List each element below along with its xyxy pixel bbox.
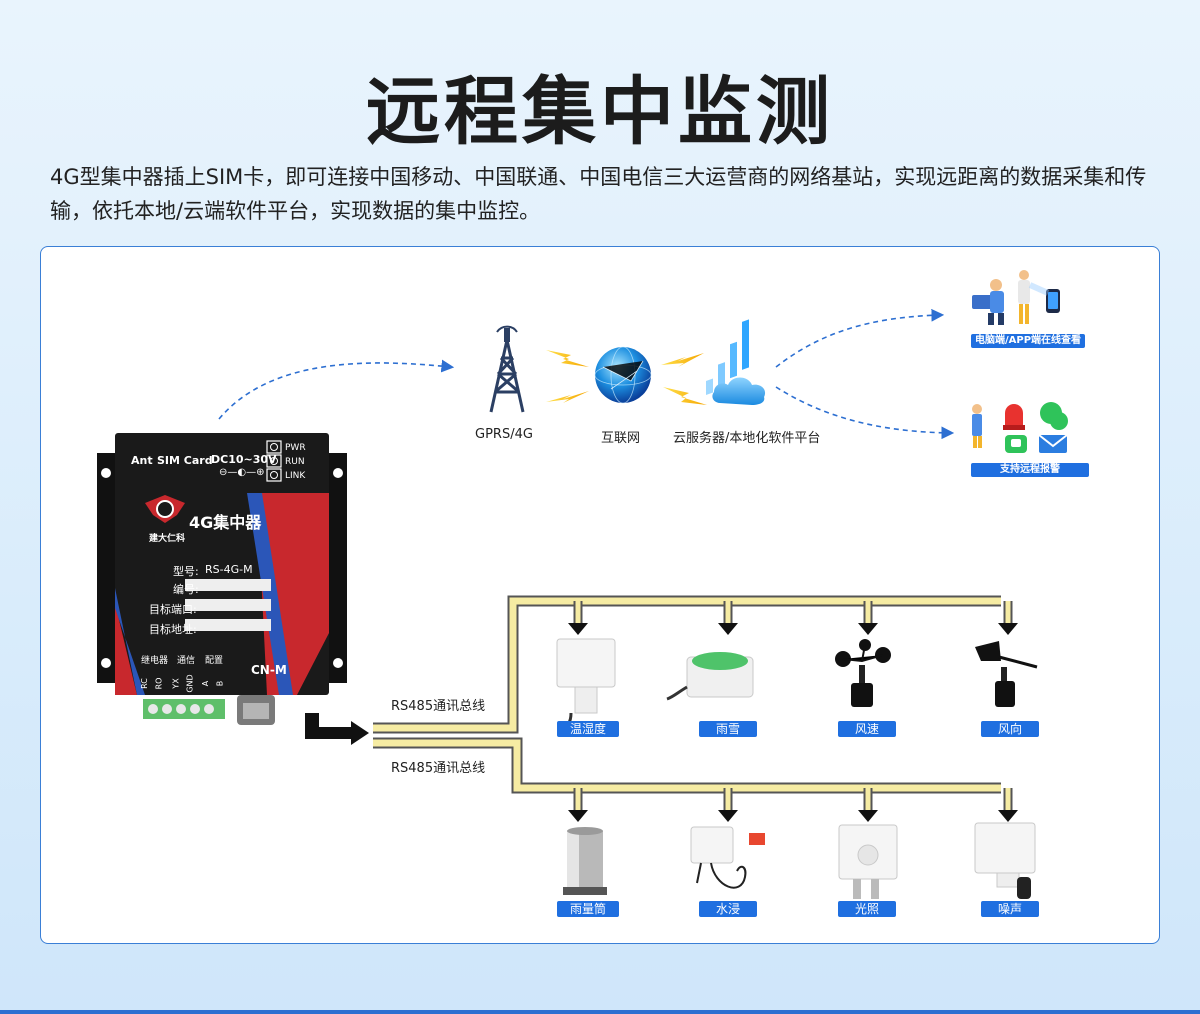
- globe-icon: [594, 346, 652, 404]
- device-model-value: RS-4G-M: [205, 563, 253, 576]
- sensor-tag-temp-humidity: 温湿度: [557, 721, 619, 737]
- wind-direction-sensor-icon: [975, 641, 1038, 707]
- device-dc-label: DC10~30V: [211, 453, 277, 466]
- tower-icon: [489, 325, 525, 413]
- device-sim-label: SIM Card: [157, 454, 213, 467]
- app-users-icon: [972, 270, 1060, 325]
- device-brand: 建大仁科: [149, 534, 186, 544]
- diagram-card: GPRS/4G 互联网 云服务器/本地化软件平台 电脑端/APP端在线查看 支持…: [40, 246, 1160, 944]
- remote-alarm-badge: 支持远程报警: [971, 463, 1089, 477]
- internet-label: 互联网: [601, 431, 641, 446]
- wind-speed-sensor-icon: [835, 639, 891, 707]
- sensor-tag-wind-direction: 风向: [981, 721, 1039, 737]
- bus-arrow-icon: [305, 713, 369, 745]
- signal-bolt-icon: [546, 350, 707, 405]
- device-ant-label: Ant: [131, 454, 153, 467]
- alarm-icons: [972, 402, 1068, 453]
- arrow-device-to-tower: [218, 359, 455, 420]
- cloud-label: 云服务器/本地化软件平台: [673, 431, 821, 446]
- device-pin-gnd: GND: [185, 674, 195, 693]
- device-pin-yx: YX: [171, 678, 181, 689]
- device-pin-rc: RC: [139, 678, 149, 689]
- water-leak-sensor-icon: [690, 826, 765, 889]
- arrow-cloud-to-app: [775, 308, 945, 368]
- device-name: 4G集中器: [189, 513, 262, 532]
- sensor-drops-row2: [568, 788, 1018, 822]
- device-dc-symbol: ⊖—◐—⊕: [219, 467, 265, 478]
- noise-sensor-icon: [974, 822, 1036, 899]
- device-group-relay: 继电器: [141, 656, 169, 666]
- page-description: 4G型集中器插上SIM卡，即可连接中国移动、中国联通、中国电信三大运营商的网络基…: [50, 165, 1147, 223]
- device-number-label: 编号:: [173, 583, 199, 596]
- light-sensor-icon: [838, 824, 898, 899]
- device-group-config: 配置: [205, 656, 224, 666]
- bus-label-2: RS485通讯总线: [391, 761, 486, 776]
- tower-label: GPRS/4G: [475, 427, 533, 442]
- led-pwr-label: PWR: [285, 443, 306, 453]
- device-port-label: 目标端口:: [149, 603, 197, 616]
- bus-label-1: RS485通讯总线: [391, 699, 486, 714]
- sensor-tag-light: 光照: [838, 901, 896, 917]
- app-online-badge: 电脑端/APP端在线查看: [971, 334, 1085, 348]
- sensor-drops-row1: [568, 601, 1018, 635]
- bottom-accent-line: [0, 1010, 1200, 1014]
- device-model-label: 型号:: [173, 565, 199, 578]
- rain-snow-sensor-icon: [666, 652, 754, 701]
- arrow-cloud-to-alarm: [775, 386, 955, 440]
- sensor-tag-wind-speed: 风速: [838, 721, 896, 737]
- sensor-tag-water-leak: 水浸: [699, 901, 757, 917]
- diagram-canvas: [97, 270, 1068, 899]
- rain-gauge-icon: [563, 827, 607, 895]
- led-link-label: LINK: [285, 471, 306, 481]
- device-pin-b: B: [215, 680, 225, 687]
- page-title: 远程集中监测: [366, 69, 834, 155]
- sensor-tag-rain-snow: 雨雪: [699, 721, 757, 737]
- device-pin-ro: RO: [154, 677, 164, 690]
- led-run-label: RUN: [285, 457, 305, 467]
- cloud-server-icon: [706, 319, 766, 405]
- sensor-tag-rain-gauge: 雨量筒: [557, 901, 619, 917]
- concentrator-device: [97, 433, 347, 725]
- device-pin-a: A: [201, 680, 211, 687]
- temp-humidity-sensor-icon: [556, 638, 616, 729]
- device-cn-label: CN-M: [251, 663, 287, 677]
- sensor-tag-noise: 噪声: [981, 901, 1039, 917]
- device-group-comm: 通信: [177, 656, 196, 666]
- device-address-label: 目标地址:: [149, 623, 197, 636]
